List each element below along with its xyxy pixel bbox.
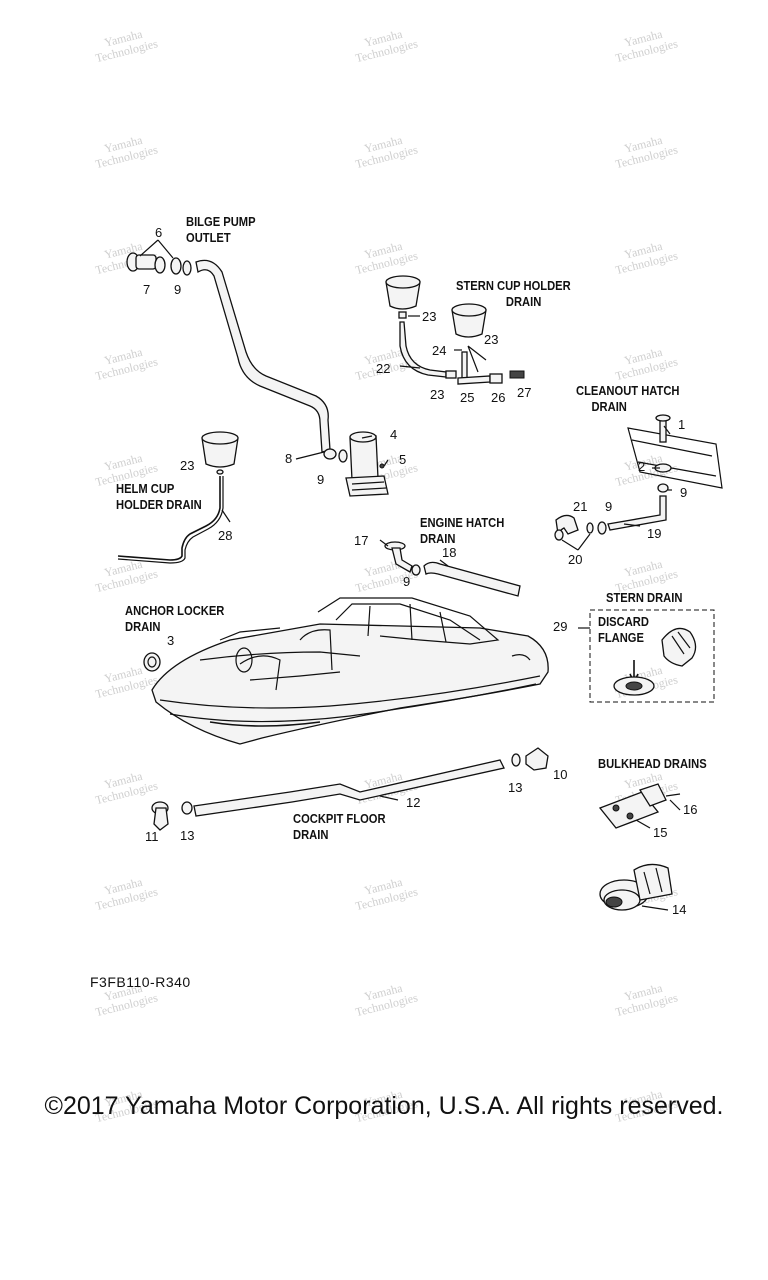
stern-drain-box [578,609,715,703]
part-number-15: 15 [653,825,668,840]
stern-cup-holder-2 [451,303,487,338]
engine-hatch-drain-hose [384,541,521,597]
part-number-27: 27 [517,385,532,400]
part-number-25: 25 [460,390,475,405]
part-number-23: 23 [430,387,445,402]
part-number-4: 4 [390,427,398,442]
part-number-10: 10 [553,767,568,782]
cockpit-floor-drain-hose [151,747,549,831]
part-number-12: 12 [406,795,421,810]
stern-cup-drain-hose [399,321,525,385]
part-number-9: 9 [680,485,688,500]
part-number-16: 16 [683,802,698,817]
part-number-9: 9 [317,472,325,487]
part-number-8: 8 [285,451,293,466]
part-number-17: 17 [354,533,369,548]
part-number-9: 9 [174,282,182,297]
part-number-18: 18 [442,545,457,560]
boat-hull [151,597,549,745]
label-stern-drain: STERN DRAIN [606,590,683,605]
part-number-14: 14 [672,902,687,917]
leader-lines [221,315,681,911]
part-number-24: 24 [432,343,447,358]
drawing-code: F3FB110-R340 [90,974,191,990]
helm-cup-holder [201,431,239,475]
part-number-3: 3 [167,633,175,648]
part-number-20: 20 [568,552,583,567]
part-number-21: 21 [573,499,588,514]
part-number-23: 23 [484,332,499,347]
part-number-6: 6 [155,225,163,240]
part-number-23: 23 [180,458,195,473]
part-number-19: 19 [647,526,662,541]
bilge-outlet-fitting [126,239,192,276]
part-number-13: 13 [180,828,195,843]
anchor-locker-drain-plug [143,652,161,672]
part-number-23: 23 [422,309,437,324]
cleanout-hatch-panel [627,414,723,493]
part-number-1: 1 [678,417,686,432]
part-number-28: 28 [218,528,233,543]
helm-cup-drain-hose [117,476,224,564]
part-number-26: 26 [491,390,506,405]
drain-fitting [599,863,673,911]
copyright-notice: ©2017 Yamaha Motor Corporation, U.S.A. A… [44,1092,724,1120]
label-bulkhead-drains: BULKHEAD DRAINS [598,756,707,771]
stern-cup-holder-1 [385,275,421,319]
part-number-11: 11 [145,829,159,844]
part-number-5: 5 [399,452,407,467]
part-number-13: 13 [508,780,523,795]
part-number-22: 22 [376,361,391,376]
part-number-9: 9 [403,574,411,589]
cleanout-drain-hose [554,495,667,551]
part-number-29: 29 [553,619,568,634]
bulkhead-drain-plate [598,783,681,829]
part-number-7: 7 [143,282,151,297]
bilge-pump [345,431,389,497]
part-number-9: 9 [605,499,613,514]
part-number-2: 2 [638,459,646,474]
